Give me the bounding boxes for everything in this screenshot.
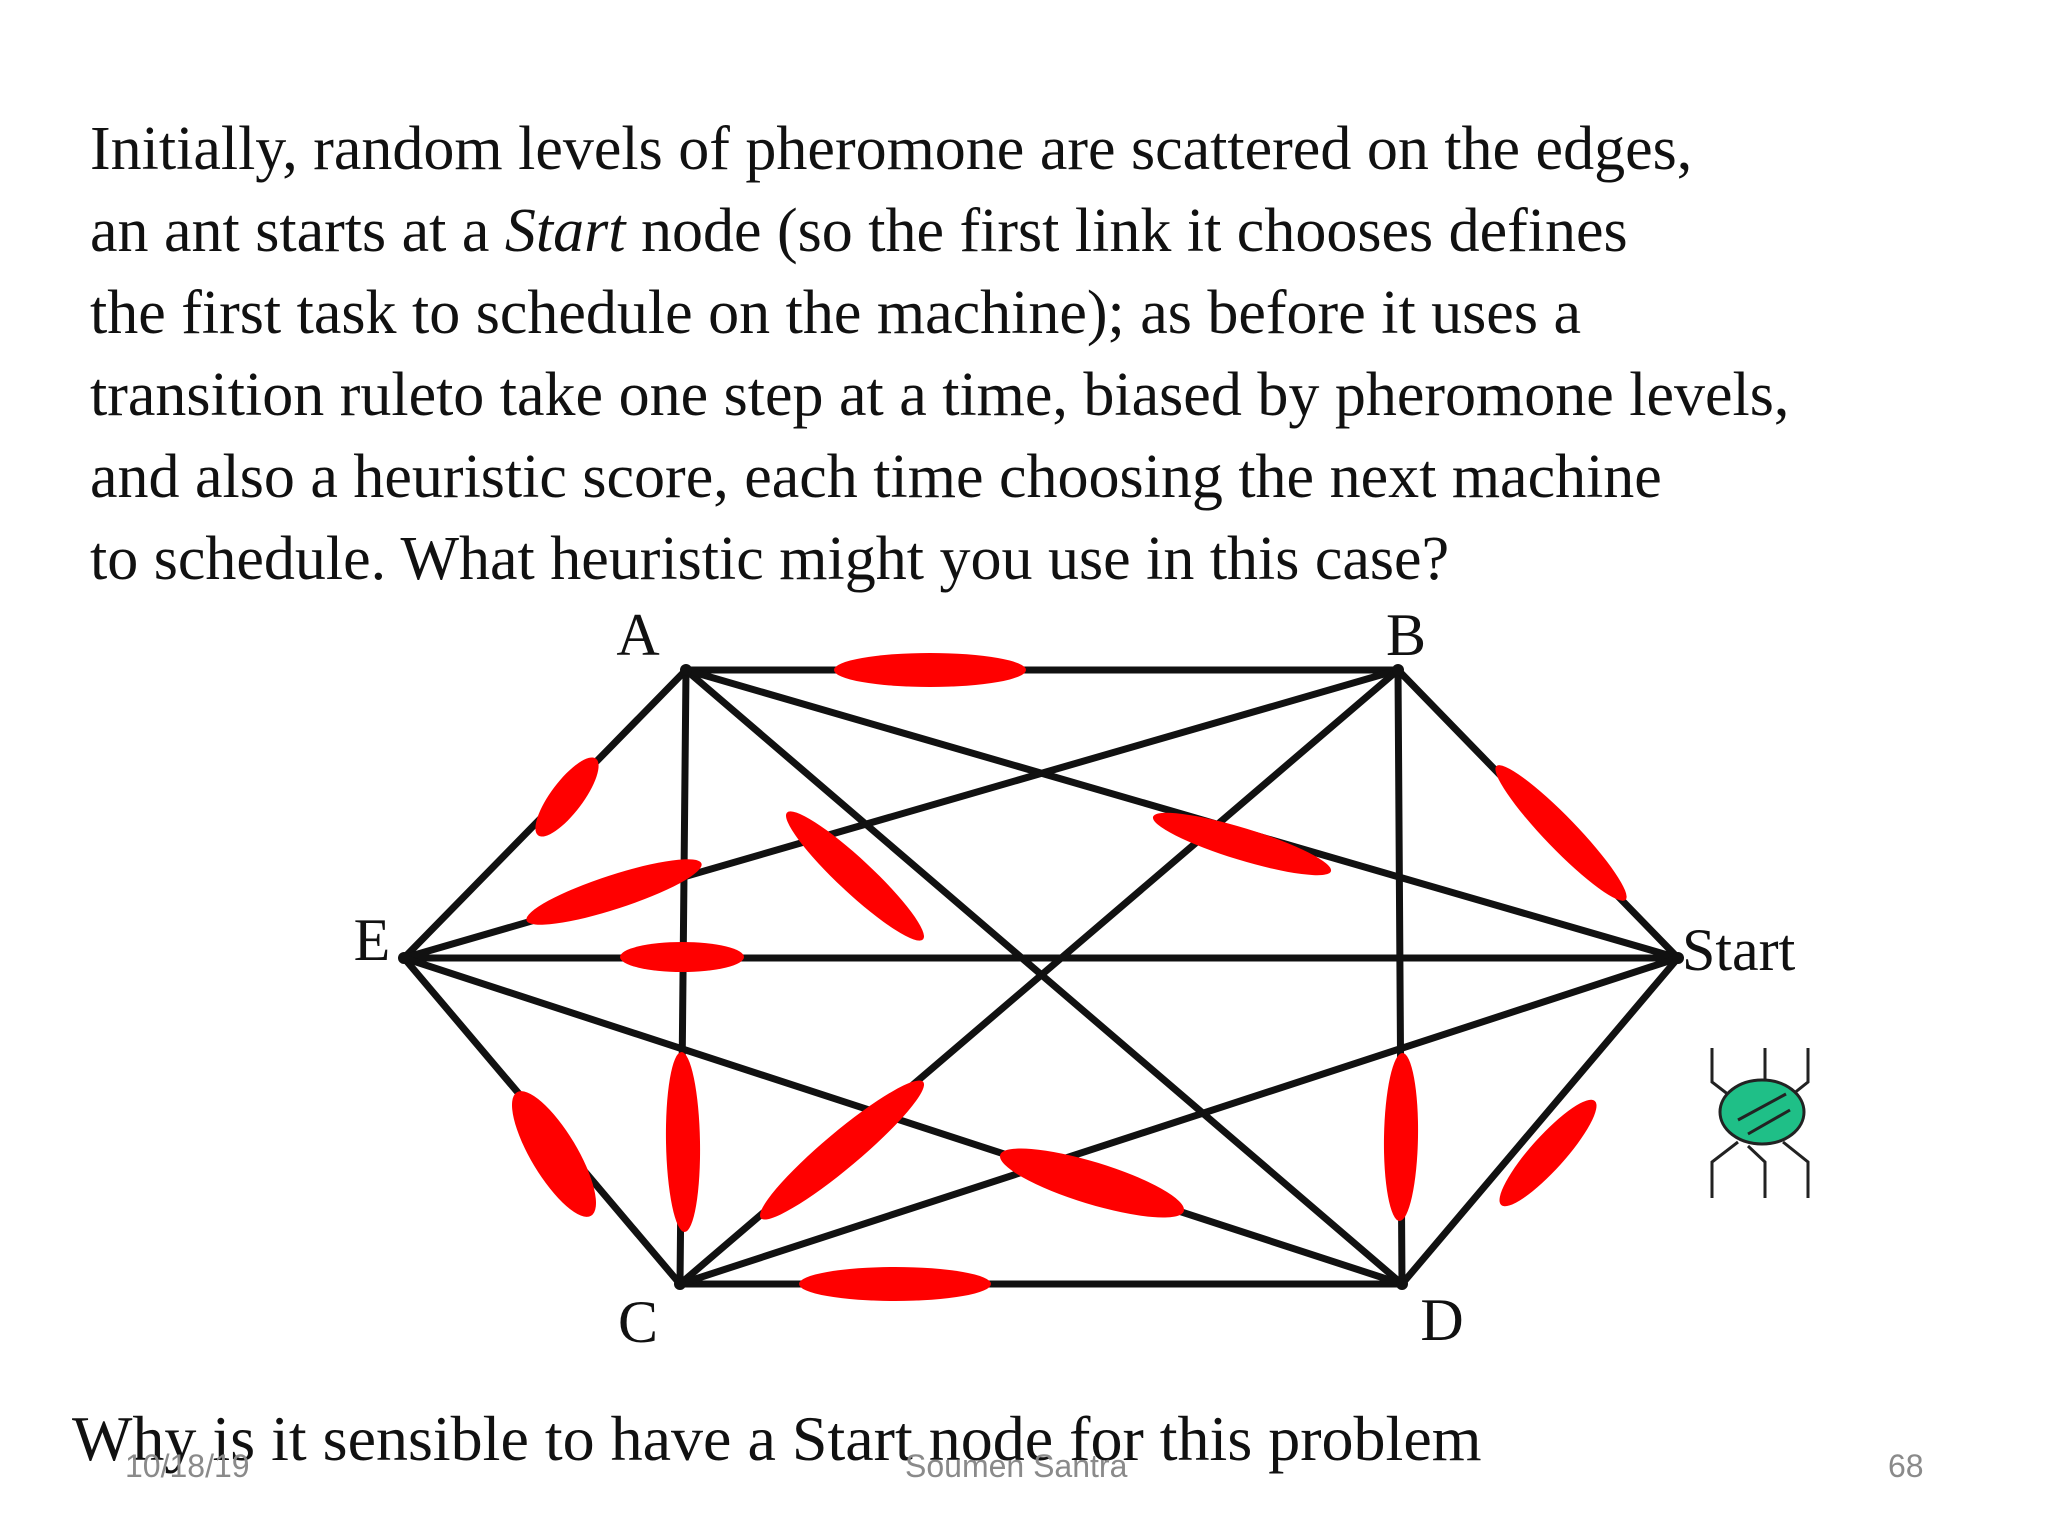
paragraph-line-5: and also a heuristic score, each time ch… xyxy=(90,443,1662,511)
pheromone-mark-9 xyxy=(1499,1099,1597,1207)
node-label-b: B xyxy=(1386,602,1426,668)
paragraph-line-1: Initially, random levels of pheromone ar… xyxy=(90,115,1693,183)
paragraph-line-2-start: an ant starts at a xyxy=(90,197,505,265)
node-label-e: E xyxy=(354,907,391,973)
pheromone-mark-1 xyxy=(834,653,1026,687)
pheromone-mark-10 xyxy=(665,1052,701,1232)
footer-date: 10/18/19 xyxy=(125,1448,250,1484)
vertex-a xyxy=(680,664,692,676)
pheromone-mark-12 xyxy=(759,1080,925,1220)
pheromone-mark-4 xyxy=(620,942,744,972)
vertex-c xyxy=(674,1278,686,1290)
edge-d-start xyxy=(1398,954,1682,1288)
node-label-a: A xyxy=(616,602,659,668)
paragraph-line-3: the first task to schedule on the machin… xyxy=(90,279,1581,347)
slide-paragraph: Initially, random levels of pheromone ar… xyxy=(90,108,2010,600)
pheromone-mark-11 xyxy=(512,1091,596,1217)
pheromone-mark-13 xyxy=(999,1148,1185,1218)
ant-icon xyxy=(1710,1048,1810,1198)
pheromone-mark-3 xyxy=(526,859,702,925)
paragraph-line-4: transition ruleto take one step at a tim… xyxy=(90,361,1790,429)
pheromone-mark-2 xyxy=(535,757,599,837)
paragraph-line-2-end: node (so the first link it chooses defin… xyxy=(625,197,1628,265)
vertex-b xyxy=(1392,664,1404,676)
pheromone-mark-8 xyxy=(1383,1053,1419,1221)
node-label-d: D xyxy=(1420,1287,1463,1353)
node-label-c: C xyxy=(618,1289,658,1355)
edges-layer xyxy=(400,666,1682,1288)
edge-c-start xyxy=(676,954,1682,1288)
pheromone-mark-14 xyxy=(799,1267,991,1301)
pheromone-layer xyxy=(512,653,1627,1301)
edge-e-d xyxy=(400,954,1406,1288)
paragraph-line-2: an ant starts at a Start node (so the fi… xyxy=(90,190,2010,272)
vertex-start xyxy=(1672,952,1684,964)
paragraph-line-6: to schedule. What heuristic might you us… xyxy=(90,525,1450,593)
vertex-d xyxy=(1396,1278,1408,1290)
question-text: Why is it sensible to have a Start node … xyxy=(72,1403,1482,1474)
footer-page-number: 68 xyxy=(1888,1448,1924,1484)
vertex-layer xyxy=(398,664,1684,1290)
vertex-e xyxy=(398,952,410,964)
start-emphasis: Start xyxy=(504,197,626,265)
footer-author: Soumen Santra xyxy=(905,1448,1128,1484)
pheromone-mark-7 xyxy=(1495,765,1627,901)
node-label-start: Start xyxy=(1682,917,1796,983)
pheromone-mark-6 xyxy=(1152,812,1332,876)
pheromone-mark-5 xyxy=(786,811,924,941)
